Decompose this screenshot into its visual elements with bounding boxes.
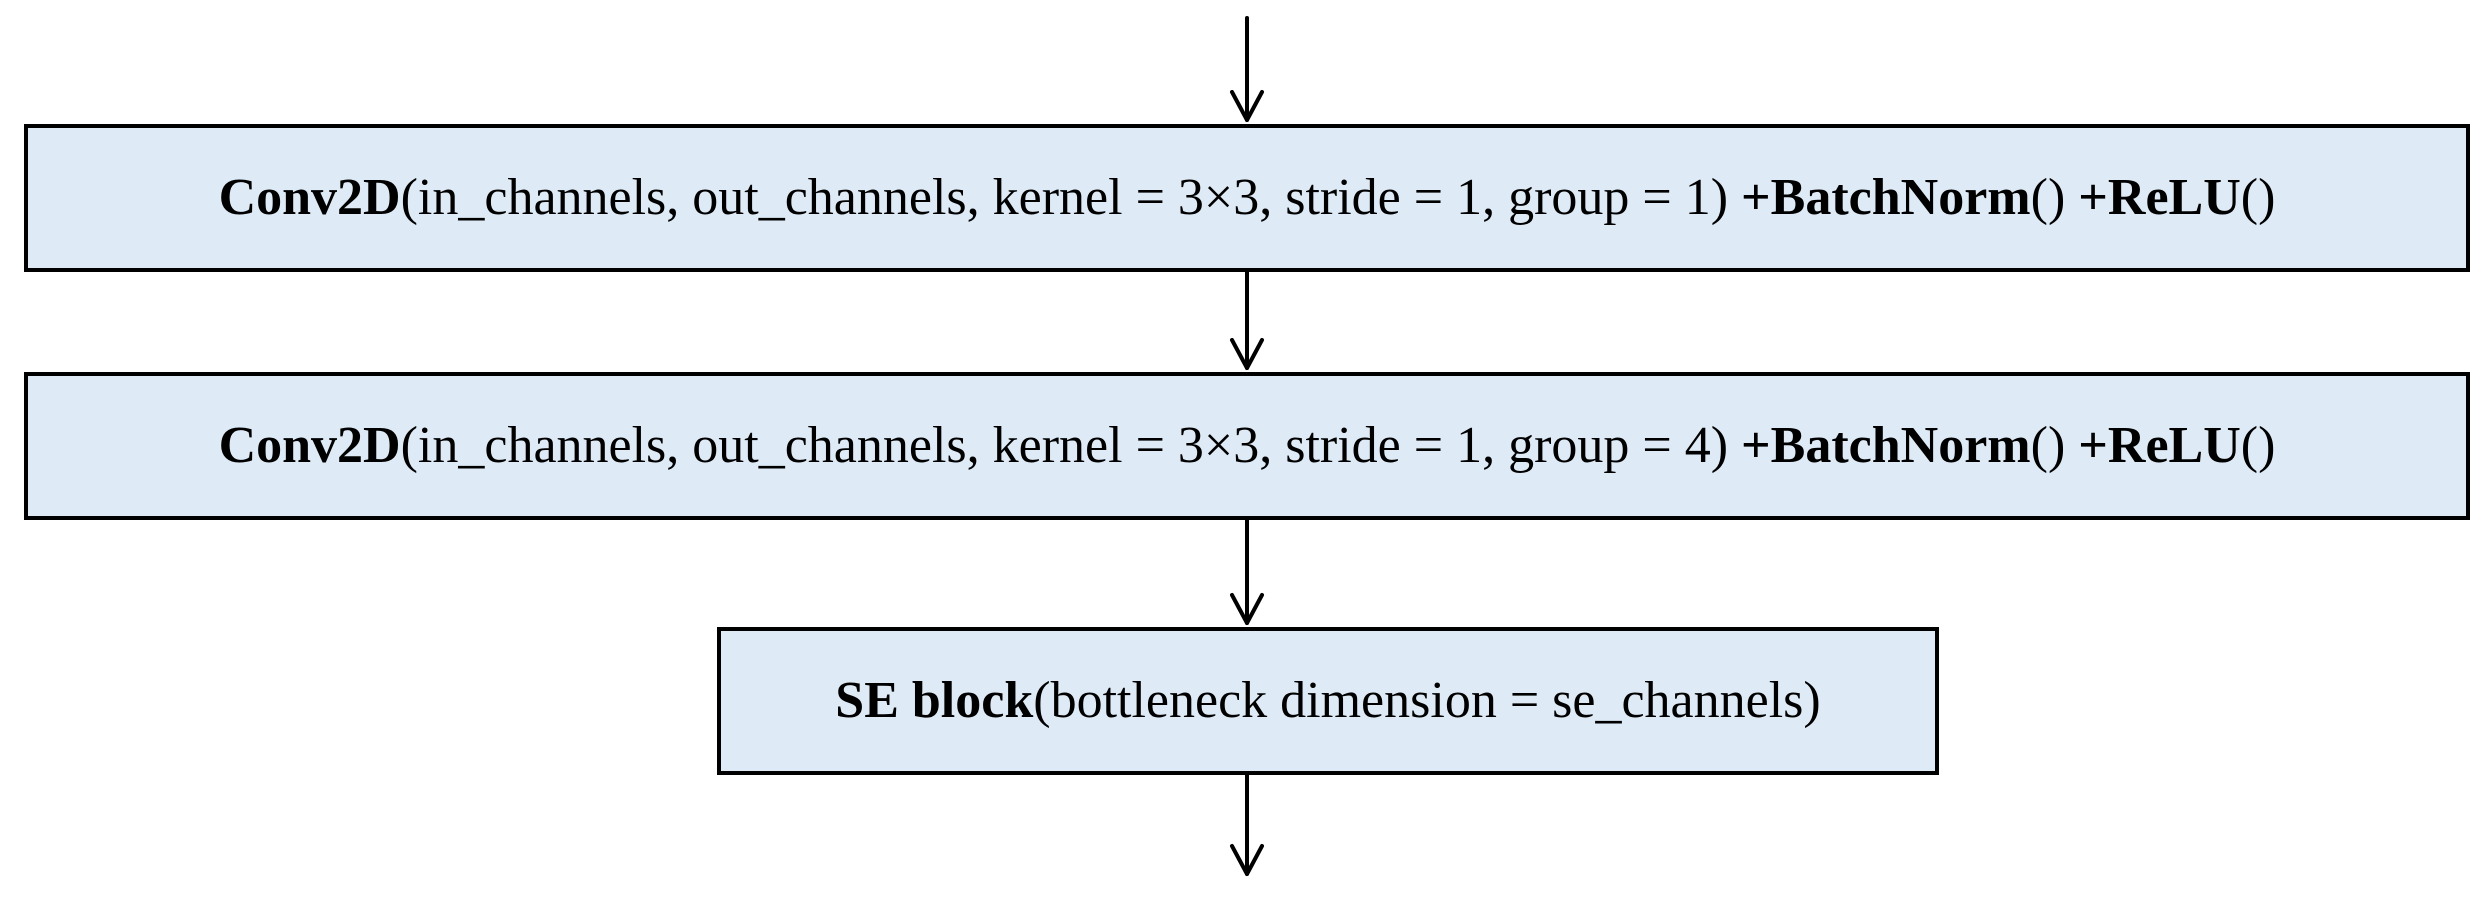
batchnorm-parens: () [2030,417,2079,474]
arrow-2-to-3 [1230,518,1264,625]
block-op-name: Conv2D [218,417,401,474]
block-args: (in_channels, out_channels, kernel = 3×3… [400,169,1742,226]
batchnorm-label: +BatchNorm [1741,417,2031,474]
conv2d-block-group-4: Conv2D(in_channels, out_channels, kernel… [24,372,2470,520]
relu-label: +ReLU [2078,169,2241,226]
input-arrow [1230,16,1264,122]
relu-label: +ReLU [2078,417,2241,474]
block-args: (bottleneck dimension = se_channels) [1033,672,1821,729]
relu-parens: () [2240,417,2276,474]
se-block: SE block(bottleneck dimension = se_chann… [717,627,1939,775]
block-label: SE block(bottleneck dimension = se_chann… [835,675,1820,727]
batchnorm-label: +BatchNorm [1741,169,2031,226]
conv2d-block-group-1: Conv2D(in_channels, out_channels, kernel… [24,124,2470,272]
block-args: (in_channels, out_channels, kernel = 3×3… [400,417,1742,474]
block-op-name: Conv2D [218,169,401,226]
block-op-name: SE block [835,672,1034,729]
arrow-1-to-2 [1230,270,1264,370]
block-label: Conv2D(in_channels, out_channels, kernel… [219,172,2276,224]
relu-parens: () [2240,169,2276,226]
block-label: Conv2D(in_channels, out_channels, kernel… [219,420,2276,472]
output-arrow [1230,773,1264,876]
batchnorm-parens: () [2030,169,2079,226]
